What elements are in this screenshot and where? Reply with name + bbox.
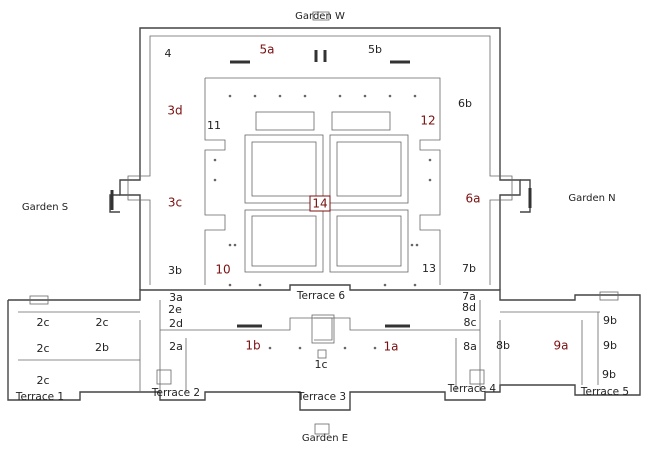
room-9b-label: 9b: [603, 314, 617, 327]
room-2c-label: 2c: [36, 374, 49, 387]
room-6a-label: 6a: [466, 192, 481, 206]
terrace-6-label: Terrace 6: [296, 290, 346, 302]
terrace-1-label: Terrace 1: [15, 391, 64, 403]
room-14-label: 14: [312, 197, 327, 211]
room-2b-label: 2b: [95, 341, 109, 354]
room-9a-label: 9a: [554, 339, 569, 353]
garden-west-label: Garden W: [295, 11, 345, 22]
room-2d-label: 2d: [169, 317, 183, 330]
room-14-badge: [309, 195, 331, 212]
room-8c-label: 8c: [463, 316, 476, 329]
room-8b-label: 8b: [496, 339, 510, 352]
room-3d-label: 3d: [167, 104, 182, 118]
room-7b-label: 7b: [462, 262, 476, 275]
room-4-label: 4: [165, 47, 172, 60]
terrace-3-label: Terrace 3: [297, 391, 346, 403]
room-13-label: 13: [422, 262, 436, 275]
terrace-5-label: Terrace 5: [580, 386, 629, 398]
room-5a-label: 5a: [260, 43, 275, 57]
room-2c-label: 2c: [36, 316, 49, 329]
room-1c-label: 1c: [314, 358, 327, 371]
room-6b-label: 6b: [458, 97, 472, 110]
room-2c-label: 2c: [36, 342, 49, 355]
garden-east-label: Garden E: [302, 433, 348, 444]
terrace-2-label: Terrace 2: [151, 387, 200, 399]
room-1a-label: 1a: [384, 340, 399, 354]
column-dots: [213, 94, 432, 350]
room-2e-label: 2e: [168, 303, 182, 316]
garden-north-label: Garden N: [568, 193, 615, 204]
room-9b-label: 9b: [603, 339, 617, 352]
room-9b-label: 9b: [602, 368, 616, 381]
building-outline: [7, 11, 641, 435]
garden-south-label: Garden S: [22, 202, 68, 213]
room-3c-label: 3c: [168, 196, 182, 210]
room-8d-label: 8d: [462, 301, 476, 314]
room-12-label: 12: [420, 114, 435, 128]
room-2a-label: 2a: [169, 340, 183, 353]
terrace-4-label: Terrace 4: [447, 383, 497, 395]
room-5b-label: 5b: [368, 43, 382, 56]
room-3a-label: 3a: [169, 291, 183, 304]
room-7a-label: 7a: [462, 290, 476, 303]
room-3b-label: 3b: [168, 264, 182, 277]
room-1b-label: 1b: [245, 339, 260, 353]
room-2c-label: 2c: [95, 316, 108, 329]
room-11-label: 11: [207, 119, 221, 132]
room-10-label: 10: [215, 263, 230, 277]
room-8a-label: 8a: [463, 340, 477, 353]
